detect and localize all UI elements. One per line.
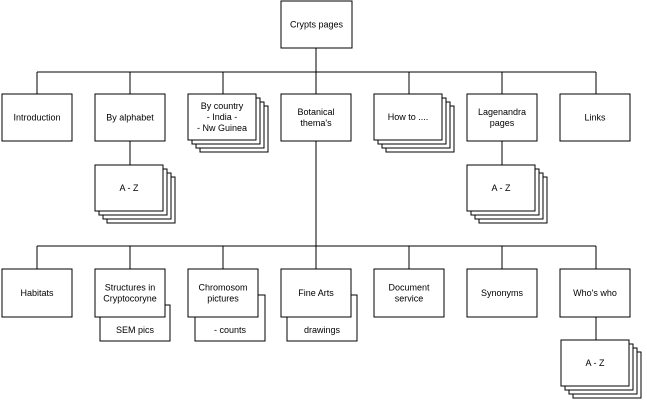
node-label-line: Lagenandra <box>478 107 526 117</box>
node-label-line: A - Z <box>585 358 605 368</box>
node-label-line: Synonyms <box>481 288 524 298</box>
node-label-line: Crypts pages <box>290 20 344 30</box>
node-label-line: How to .... <box>388 112 429 122</box>
node-label-line: Document <box>388 283 430 293</box>
node-alphabet-a-z[interactable]: A - Z <box>94 164 176 224</box>
node-label: By country- India -- Nw Guinea <box>197 101 247 133</box>
node-label-line: Cryptocoryne <box>103 294 157 304</box>
node-label-line: Structures in <box>105 283 156 293</box>
node-label-line: pages <box>490 118 515 128</box>
node-by-country[interactable]: By country- India -- Nw Guinea <box>187 93 269 153</box>
node-label-line: Links <box>584 113 606 123</box>
node-label-line: Introduction <box>13 113 60 123</box>
node-label-line: drawings <box>304 325 341 335</box>
node-label: SEM pics <box>116 325 155 335</box>
node-label: How to .... <box>388 112 429 122</box>
node-label-line: By country <box>201 101 244 111</box>
node-label: Habitats <box>20 288 54 298</box>
node-label-line: Fine Arts <box>298 288 334 298</box>
node-label-line: Who's who <box>573 288 617 298</box>
node-label: A - Z <box>491 183 511 193</box>
node-label: Who's who <box>573 288 617 298</box>
node-label-line: pictures <box>207 294 239 304</box>
node-label-line: SEM pics <box>116 325 155 335</box>
node-links[interactable]: Links <box>559 93 631 142</box>
node-label-line: service <box>395 294 424 304</box>
node-label-line: Habitats <box>20 288 54 298</box>
node-habitats[interactable]: Habitats <box>1 268 73 318</box>
node-whos-who-a-z[interactable]: A - Z <box>560 339 642 399</box>
node-label-line: - Nw Guinea <box>197 123 247 133</box>
node-label-line: - India - <box>207 112 238 122</box>
node-fine-arts[interactable]: Fine Arts <box>280 268 352 318</box>
node-label-line: A - Z <box>119 183 139 193</box>
node-label: Synonyms <box>481 288 524 298</box>
root-node-crypts-pages[interactable]: Crypts pages <box>280 0 353 49</box>
node-label-line: - counts <box>214 325 247 335</box>
connector-lines <box>36 48 597 340</box>
node-whos-who[interactable]: Who's who <box>559 268 631 318</box>
node-label: - counts <box>214 325 247 335</box>
node-label: Fine Arts <box>298 288 334 298</box>
node-label: drawings <box>304 325 341 335</box>
node-label-line: Chromosom <box>198 283 247 293</box>
node-label: Introduction <box>13 113 60 123</box>
node-label-line: Botanical <box>297 107 334 117</box>
node-synonyms[interactable]: Synonyms <box>466 268 538 318</box>
node-label: A - Z <box>585 358 605 368</box>
node-by-alphabet[interactable]: By alphabet <box>94 93 166 142</box>
node-label: Crypts pages <box>290 20 344 30</box>
node-label-line: By alphabet <box>106 113 154 123</box>
node-label: Links <box>584 113 606 123</box>
node-lagenandra-a-z[interactable]: A - Z <box>466 164 548 224</box>
node-introduction[interactable]: Introduction <box>1 93 73 142</box>
node-label-line: A - Z <box>491 183 511 193</box>
node-how-to[interactable]: How to .... <box>373 93 455 153</box>
node-label-line: thema's <box>300 118 332 128</box>
node-label: A - Z <box>119 183 139 193</box>
node-label: By alphabet <box>106 113 154 123</box>
